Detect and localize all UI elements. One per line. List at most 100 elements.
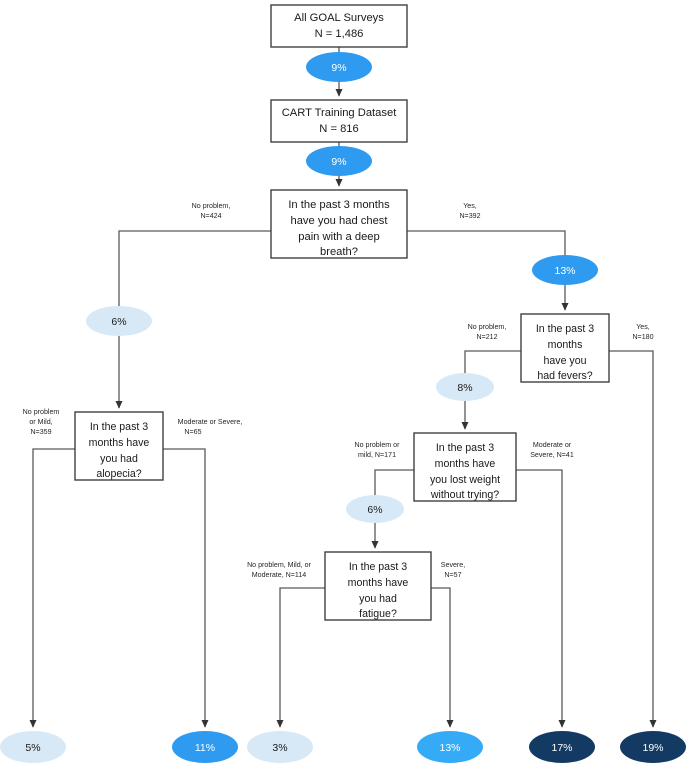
terminal-badge-11pct[interactable]: 11% (172, 731, 238, 763)
node-line: you lost weight (430, 474, 500, 486)
percent-badge-13-right: 13% (532, 255, 598, 285)
edge-label-chest-yes: Yes, N=392 (459, 202, 480, 220)
node-line: fatigue? (359, 608, 397, 620)
edge-label-line: mild, N=171 (358, 451, 396, 459)
edge-label-layer: No problem, N=424 Yes, N=392 No problem,… (23, 202, 654, 579)
node-chest-pain-question[interactable]: In the past 3 months have you had chest … (270, 189, 408, 259)
terminal-badge-label: 3% (272, 742, 287, 754)
terminal-badge-label: 11% (195, 742, 215, 754)
node-line: alopecia? (96, 468, 141, 480)
terminal-badge-label: 13% (439, 742, 460, 754)
node-line: N = 816 (319, 123, 359, 135)
percent-ellipse-shape (436, 373, 494, 401)
edge-weight-yes-to-17pct (516, 469, 566, 728)
node-weight-loss-question[interactable]: In the past 3 months have you lost weigh… (413, 432, 517, 502)
node-alopecia-question[interactable]: In the past 3 months have you had alopec… (74, 411, 164, 481)
node-line: months have (89, 437, 150, 449)
node-line: In the past 3 (349, 561, 407, 573)
node-line: had fevers? (537, 370, 592, 382)
node-line: without trying? (430, 489, 499, 501)
terminal-ellipse-shape (0, 731, 66, 763)
percent-badge-label: 9% (331, 156, 346, 168)
node-box-shape (520, 313, 610, 383)
node-fatigue-question[interactable]: In the past 3 months have you had fatigu… (324, 551, 432, 621)
edge-label-line: Moderate, N=114 (252, 571, 307, 579)
edge-chest-no-to-alopecia (115, 230, 271, 409)
terminal-badge-19pct[interactable]: 19% (620, 731, 686, 763)
node-line: In the past 3 (90, 421, 148, 433)
edge-fevers-no-to-weight (461, 350, 521, 430)
edge-label-line: N=212 (476, 333, 497, 341)
edge-label-line: Yes, (636, 323, 650, 331)
percent-badge-label: 6% (367, 504, 382, 516)
node-line: All GOAL Surveys (294, 12, 384, 24)
edge-label-line: N=424 (200, 212, 221, 220)
percent-badge-label: 8% (457, 382, 472, 394)
edge-label-fevers-no-problem: No problem, N=212 (468, 323, 507, 341)
edge-fatigue-no-to-3pct (276, 587, 325, 728)
edge-label-line: No problem, (468, 323, 507, 331)
terminal-badge-17pct[interactable]: 17% (529, 731, 595, 763)
edge-label-weight-moderate-severe: Moderate or Severe, N=41 (530, 441, 574, 459)
edge-label-line: Yes, (463, 202, 477, 210)
edge-label-line: N=180 (632, 333, 653, 341)
edge-label-chest-no-problem: No problem, N=424 (192, 202, 231, 220)
percent-ellipse-shape (306, 52, 372, 82)
percent-badge-label: 13% (554, 265, 575, 277)
node-box-shape (270, 99, 408, 143)
edge-label-line: or Mild, (29, 418, 52, 426)
percent-badge-9-second: 9% (306, 146, 372, 176)
node-box-shape (324, 551, 432, 621)
node-line: you had (359, 593, 397, 605)
percent-badge-9-top: 9% (306, 52, 372, 82)
percent-ellipse-shape (346, 495, 404, 523)
edge-label-line: Moderate or (533, 441, 572, 449)
edge-label-fatigue-severe: Severe, N=57 (441, 561, 465, 579)
edge-fatigue-yes-to-13pct (431, 587, 454, 728)
terminal-badge-label: 19% (642, 742, 663, 754)
terminal-badge-label: 5% (25, 742, 40, 754)
node-line: In the past 3 months (288, 199, 390, 211)
edge-label-fatigue-no-mild-moderate: No problem, Mild, or Moderate, N=114 (247, 561, 312, 579)
node-line: In the past 3 (536, 323, 594, 335)
edge-layer (29, 47, 657, 728)
node-line: N = 1,486 (315, 28, 364, 40)
edge-label-line: N=57 (444, 571, 461, 579)
terminal-badge-layer: 5% 11% 3% 13% 17% 19% (0, 731, 686, 763)
percent-ellipse-shape (86, 306, 152, 336)
node-line: breath? (320, 246, 358, 258)
terminal-ellipse-shape (247, 731, 313, 763)
percent-badge-6-left: 6% (86, 306, 152, 336)
terminal-badge-5pct[interactable]: 5% (0, 731, 66, 763)
terminal-ellipse-shape (620, 731, 686, 763)
edge-label-line: N=359 (30, 428, 51, 436)
edge-label-line: N=392 (459, 212, 480, 220)
node-line: pain with a deep (298, 231, 379, 243)
percent-ellipse-shape (532, 255, 598, 285)
node-layer: All GOAL Surveys N = 1,486 CART Training… (74, 4, 610, 621)
node-fevers-question[interactable]: In the past 3 months have you had fevers… (520, 313, 610, 383)
terminal-badge-13pct[interactable]: 13% (417, 731, 483, 763)
percent-badge-layer: 9% 9% 6% 13% 8% 6% (86, 52, 598, 523)
node-box-shape (74, 411, 164, 481)
edge-label-fevers-yes: Yes, N=180 (632, 323, 653, 341)
node-line: have you (544, 355, 587, 367)
terminal-ellipse-shape (529, 731, 595, 763)
edge-label-line: No problem, (192, 202, 231, 210)
node-line: In the past 3 (436, 442, 494, 454)
edge-label-line: No problem or (355, 441, 401, 449)
percent-badge-6-mid: 6% (346, 495, 404, 523)
node-cart-training-dataset[interactable]: CART Training Dataset N = 816 (270, 99, 408, 143)
node-line: months have (348, 577, 409, 589)
terminal-ellipse-shape (172, 731, 238, 763)
node-box-shape (270, 4, 408, 48)
edge-label-weight-no-or-mild: No problem or mild, N=171 (355, 441, 401, 459)
edge-alopecia-no-to-5pct (29, 448, 75, 728)
node-all-goal-surveys[interactable]: All GOAL Surveys N = 1,486 (270, 4, 408, 48)
edge-label-line: No problem (23, 408, 60, 416)
edge-label-alopecia-no-or-mild: No problem or Mild, N=359 (23, 408, 60, 436)
terminal-badge-3pct[interactable]: 3% (247, 731, 313, 763)
edge-label-line: Severe, N=41 (530, 451, 574, 459)
terminal-ellipse-shape (417, 731, 483, 763)
